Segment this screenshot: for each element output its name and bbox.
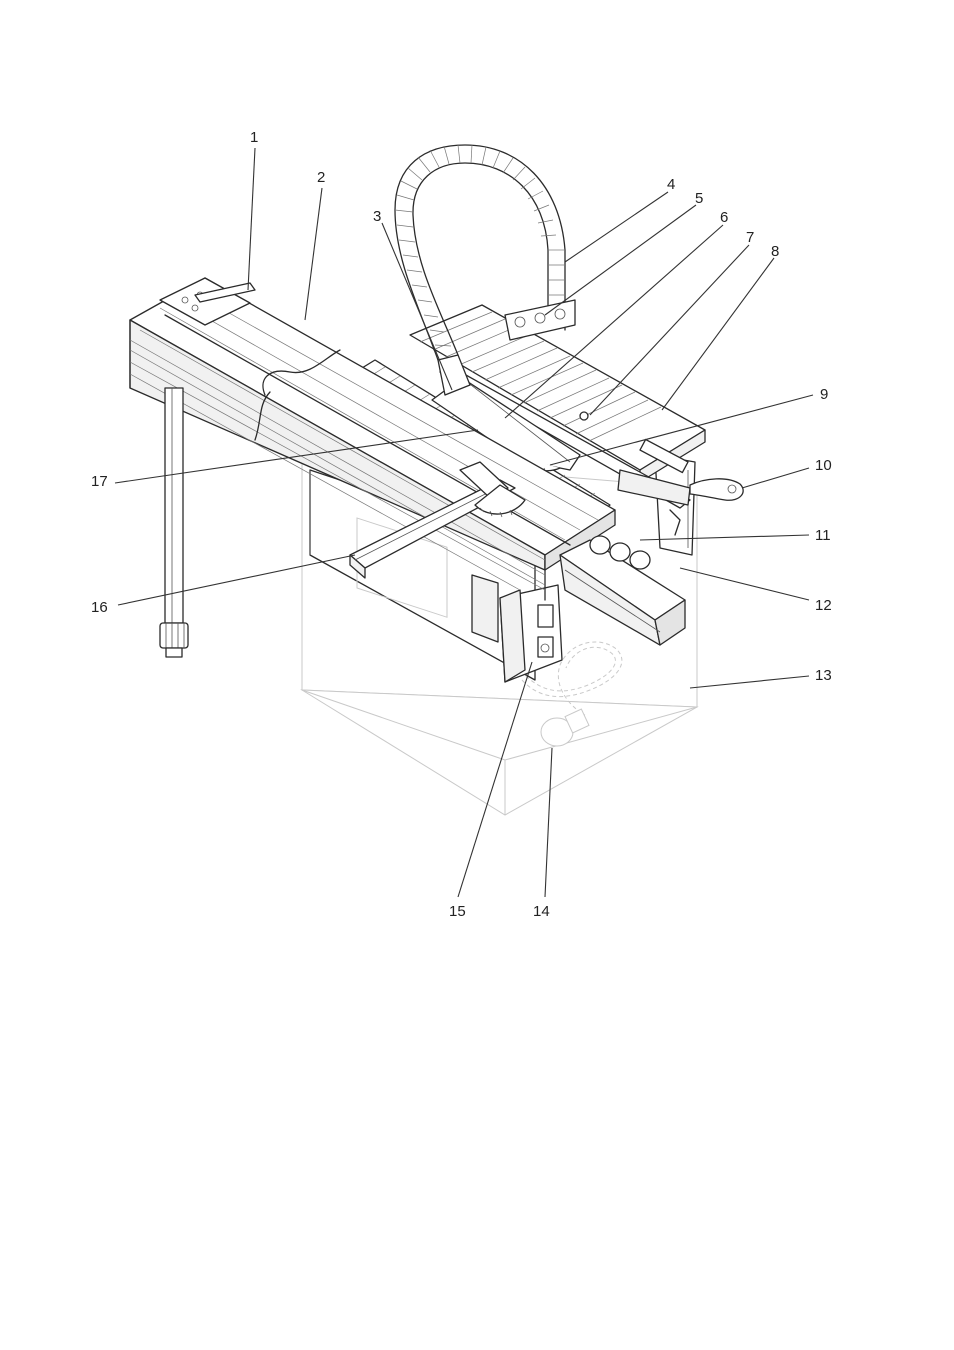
callout-6: 6	[720, 209, 728, 226]
callout-4: 4	[667, 176, 675, 193]
callout-10: 10	[815, 457, 832, 474]
fence-knob	[580, 412, 588, 420]
callout-5: 5	[695, 190, 703, 207]
hose-holder	[505, 300, 575, 340]
callout-9: 9	[820, 386, 828, 403]
callout-16: 16	[91, 599, 108, 616]
callout-1: 1	[250, 129, 258, 146]
callout-13: 13	[815, 667, 832, 684]
callout-17: 17	[91, 473, 108, 490]
callout-8: 8	[771, 243, 779, 260]
callout-11: 11	[815, 527, 831, 544]
callout-12: 12	[815, 597, 832, 614]
callout-7: 7	[746, 229, 754, 246]
callout-14: 14	[533, 903, 550, 920]
callout-3: 3	[373, 208, 381, 225]
support-leg	[160, 388, 188, 657]
callout-15: 15	[449, 903, 466, 920]
callout-2: 2	[317, 169, 325, 186]
